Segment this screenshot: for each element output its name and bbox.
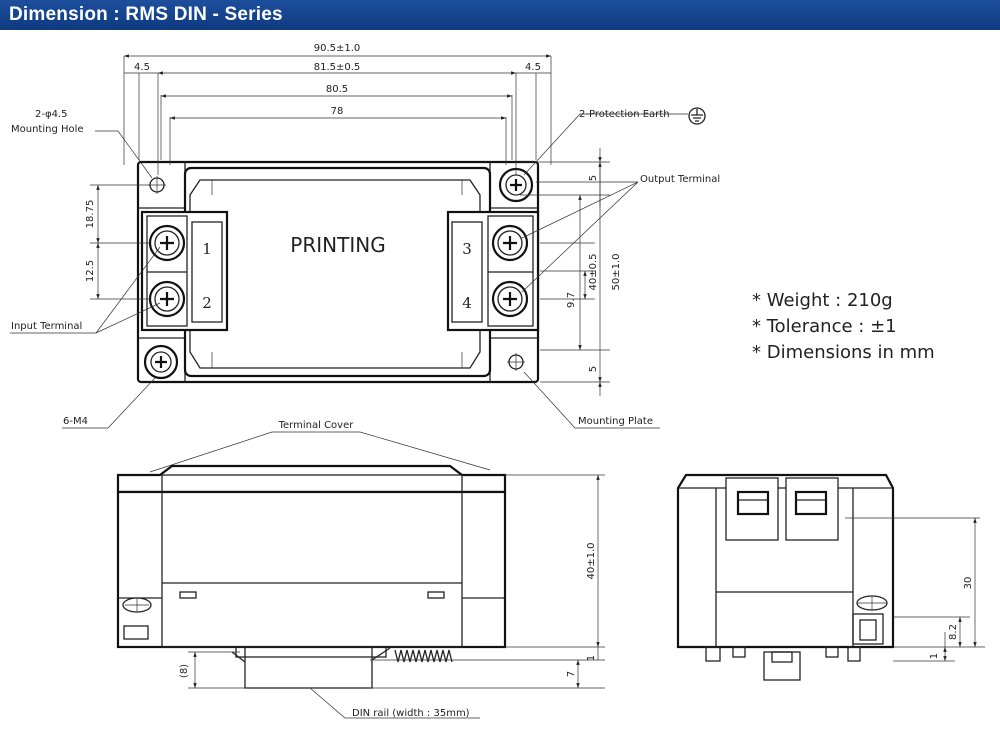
- side-view: 30 8.2 1: [676, 473, 985, 681]
- side-terminal-left: [725, 477, 779, 541]
- din-rail: [244, 647, 373, 689]
- callout-leaders: [10, 113, 688, 429]
- title-bar: Dimension : RMS DIN - Series: [0, 0, 1000, 30]
- front-dim-1: 1: [586, 655, 597, 661]
- note-dimensions: * Dimensions in mm: [752, 342, 935, 363]
- dim-overall: 90.5±1.0: [314, 43, 361, 54]
- horizontal-dimensions: [123, 54, 552, 175]
- dim-right-margin: 4.5: [525, 62, 541, 73]
- front-dim-height: 40±1.0: [586, 542, 597, 579]
- front-screw-left: [122, 597, 152, 613]
- protection-earth-screw-top: [498, 167, 534, 203]
- callout-mounting-hole-2: Mounting Hole: [11, 124, 84, 135]
- page-title: Dimension : RMS DIN - Series: [9, 4, 283, 25]
- dim-height-12: 12.5: [85, 260, 96, 282]
- terminal-number-1: 1: [202, 240, 212, 258]
- terminal-number-4: 4: [462, 294, 472, 312]
- callout-input-terminal: Input Terminal: [11, 321, 82, 332]
- front-dim-8: (8): [179, 664, 190, 678]
- callout-protection-earth: 2-Protection Earth: [579, 109, 670, 120]
- dim-inner-78: 78: [331, 106, 344, 117]
- side-dim-82: 8.2: [948, 624, 959, 640]
- right-vertical-dimensions: [520, 148, 610, 396]
- screw-output-3: [491, 224, 529, 262]
- callout-output-terminal: Output Terminal: [640, 174, 720, 185]
- dim-hole-span: 81.5±0.5: [314, 62, 361, 73]
- dim-right-5-bottom: 5: [588, 366, 599, 372]
- printing-label: PRINTING: [290, 233, 385, 257]
- earth-ground-icon: [688, 107, 706, 125]
- front-dim-7: 7: [566, 671, 577, 677]
- terminal-number-3: 3: [462, 240, 472, 258]
- left-vertical-dimensions: [90, 184, 150, 300]
- note-weight: * Weight : 210g: [752, 290, 893, 311]
- protection-earth-screw-bottom: [143, 344, 179, 380]
- output-terminal-block: [446, 210, 540, 332]
- dim-total-50: 50±1.0: [611, 253, 622, 290]
- dim-left-margin: 4.5: [134, 62, 150, 73]
- terminal-number-2: 2: [202, 294, 212, 312]
- side-screw: [856, 595, 888, 611]
- terminal-cover-label: Terminal Cover: [278, 420, 355, 431]
- notes: * Weight : 210g * Tolerance : ±1 * Dimen…: [752, 290, 935, 363]
- dim-term-40: 40±0.5: [588, 253, 599, 290]
- mounting-hole-bottom: [507, 353, 525, 371]
- callout-mounting-plate: Mounting Plate: [578, 416, 653, 427]
- side-terminal-right: [785, 477, 839, 541]
- dim-term-97: 9.7: [566, 292, 577, 308]
- dim-right-5-top: 5: [588, 175, 599, 181]
- screw-output-4: [491, 280, 529, 318]
- screw-input-2: [148, 280, 186, 318]
- top-view: PRINTING 1 2 3 4 90.5±1.0 4.5 4.5 81.5±: [10, 43, 720, 429]
- side-dim-30: 30: [963, 577, 974, 590]
- side-dim-1: 1: [929, 653, 940, 659]
- front-view: Terminal Cover 40±1.0 7 1 (8) DIN rail (…: [116, 420, 605, 719]
- front-body: [116, 490, 507, 649]
- note-tolerance: * Tolerance : ±1: [752, 316, 897, 337]
- terminal-cover: [116, 464, 507, 494]
- dim-body-80: 80.5: [326, 84, 348, 95]
- dimension-drawing: PRINTING 1 2 3 4 90.5±1.0 4.5 4.5 81.5±: [10, 43, 985, 719]
- callout-mounting-hole-1: 2-φ4.5: [35, 109, 67, 120]
- callout-m4: 6-M4: [63, 416, 88, 427]
- screw-input-1: [148, 224, 186, 262]
- body-top: [183, 166, 492, 378]
- din-rail-label: DIN rail (width : 35mm): [352, 708, 470, 719]
- dim-height-18: 18.75: [85, 200, 96, 229]
